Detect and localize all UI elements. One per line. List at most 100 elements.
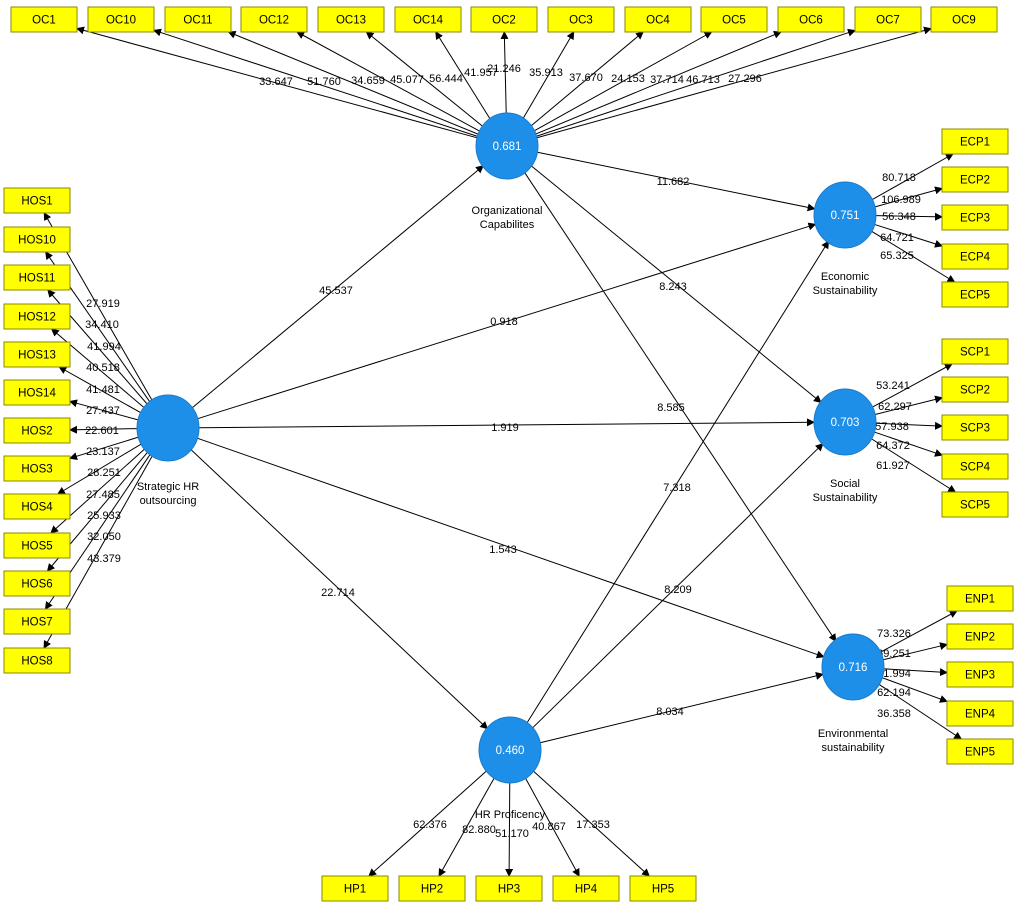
loading-edge-oc12 xyxy=(296,31,480,132)
loading-label-oc3: 35.913 xyxy=(529,67,563,79)
indicator-box xyxy=(3,647,71,674)
indicator-scp3[interactable]: SCP3 xyxy=(941,414,1009,441)
indicator-box xyxy=(3,570,71,597)
indicator-hos6[interactable]: HOS6 xyxy=(3,570,71,597)
latent-variable-label: Social xyxy=(830,478,860,490)
indicator-hos10[interactable]: HOS10 xyxy=(3,226,71,253)
indicator-ecp2[interactable]: ECP2 xyxy=(941,166,1009,193)
loading-label-hos14: 27.437 xyxy=(86,405,120,417)
indicator-label: OC2 xyxy=(492,15,516,27)
latent-variable-circle xyxy=(478,716,542,784)
indicator-box xyxy=(941,166,1009,193)
indicator-box xyxy=(941,453,1009,480)
loading-label-oc1: 33.647 xyxy=(259,76,293,88)
loading-label-scp1: 53.241 xyxy=(876,380,910,392)
path-edge-shr-oc xyxy=(191,165,484,409)
indicator-hos5[interactable]: HOS5 xyxy=(3,532,71,559)
indicator-oc14[interactable]: OC14 xyxy=(394,6,462,33)
indicator-box xyxy=(941,491,1009,518)
indicator-hos11[interactable]: HOS11 xyxy=(3,264,71,291)
indicator-enp1[interactable]: ENP1 xyxy=(946,585,1014,612)
indicator-oc3[interactable]: OC3 xyxy=(547,6,615,33)
indicator-hos14[interactable]: HOS14 xyxy=(3,379,71,406)
loading-edge-scp4 xyxy=(874,431,943,457)
loading-label-hos6: 25.933 xyxy=(87,510,121,522)
indicator-hp4[interactable]: HP4 xyxy=(552,875,620,902)
indicator-label: ECP2 xyxy=(960,175,990,187)
indicator-enp2[interactable]: ENP2 xyxy=(946,623,1014,650)
indicator-scp5[interactable]: SCP5 xyxy=(941,491,1009,518)
indicator-enp5[interactable]: ENP5 xyxy=(946,738,1014,765)
indicator-ecp5[interactable]: ECP5 xyxy=(941,281,1009,308)
indicator-oc6[interactable]: OC6 xyxy=(777,6,845,33)
indicator-hp2[interactable]: HP2 xyxy=(398,875,466,902)
indicator-scp4[interactable]: SCP4 xyxy=(941,453,1009,480)
indicator-label: OC13 xyxy=(336,15,366,27)
indicator-oc2[interactable]: OC2 xyxy=(470,6,538,33)
indicator-hos3[interactable]: HOS3 xyxy=(3,455,71,482)
indicator-label: HOS2 xyxy=(21,426,52,438)
loading-label-hos13: 41.481 xyxy=(86,384,120,396)
indicator-box xyxy=(547,6,615,33)
indicator-hp1[interactable]: HP1 xyxy=(321,875,389,902)
loading-label-scp4: 64.372 xyxy=(876,440,910,452)
indicator-ecp4[interactable]: ECP4 xyxy=(941,243,1009,270)
indicator-hos7[interactable]: HOS7 xyxy=(3,608,71,635)
indicator-oc12[interactable]: OC12 xyxy=(240,6,308,33)
indicator-oc10[interactable]: OC10 xyxy=(87,6,155,33)
loading-label-oc4: 37.670 xyxy=(569,72,603,84)
indicator-oc5[interactable]: OC5 xyxy=(700,6,768,33)
indicator-oc1[interactable]: OC1 xyxy=(10,6,78,33)
indicator-box xyxy=(941,414,1009,441)
indicator-box xyxy=(946,585,1014,612)
indicator-scp2[interactable]: SCP2 xyxy=(941,376,1009,403)
path-label-shr-hp: 22.714 xyxy=(321,587,355,599)
indicator-oc4[interactable]: OC4 xyxy=(624,6,692,33)
indicator-enp4[interactable]: ENP4 xyxy=(946,700,1014,727)
indicator-scp1[interactable]: SCP1 xyxy=(941,338,1009,365)
indicator-oc11[interactable]: OC11 xyxy=(164,6,232,33)
loading-edge-hos3 xyxy=(69,436,139,461)
indicator-label: HOS12 xyxy=(18,312,56,324)
indicator-hos12[interactable]: HOS12 xyxy=(3,303,71,330)
latent-variable-label: outsourcing xyxy=(140,495,197,507)
latent-variable-shr[interactable]: Strategic HR outsourcing xyxy=(136,394,200,507)
loading-label-oc12: 45.077 xyxy=(390,74,424,86)
indicator-box xyxy=(941,243,1009,270)
loading-label-hos2: 22.601 xyxy=(85,425,119,437)
indicator-hos13[interactable]: HOS13 xyxy=(3,341,71,368)
indicator-ecp1[interactable]: ECP1 xyxy=(941,128,1009,155)
indicator-oc9[interactable]: OC9 xyxy=(930,6,998,33)
indicator-box xyxy=(475,875,543,902)
loading-edge-hos2 xyxy=(69,425,138,434)
path-edge-oc-es xyxy=(537,151,816,212)
indicator-hp5[interactable]: HP5 xyxy=(629,875,697,902)
indicator-box xyxy=(941,376,1009,403)
indicator-oc7[interactable]: OC7 xyxy=(854,6,922,33)
latent-variable-label: Sustainability xyxy=(813,285,878,297)
indicator-hos1[interactable]: HOS1 xyxy=(3,187,71,214)
indicator-oc13[interactable]: OC13 xyxy=(317,6,385,33)
loading-edge-ecp5 xyxy=(871,230,956,283)
indicator-enp3[interactable]: ENP3 xyxy=(946,661,1014,688)
indicator-box xyxy=(777,6,845,33)
indicator-label: HOS3 xyxy=(21,464,52,476)
latent-variable-label: Strategic HR xyxy=(137,481,199,493)
loading-edge-ecp2 xyxy=(874,186,943,208)
indicator-box xyxy=(3,303,71,330)
indicator-label: HP1 xyxy=(344,884,366,896)
indicator-ecp3[interactable]: ECP3 xyxy=(941,204,1009,231)
loading-edge-hp2 xyxy=(438,776,496,877)
indicator-box xyxy=(240,6,308,33)
indicator-hp3[interactable]: HP3 xyxy=(475,875,543,902)
indicator-hos2[interactable]: HOS2 xyxy=(3,417,71,444)
indicator-hos4[interactable]: HOS4 xyxy=(3,493,71,520)
indicator-hos8[interactable]: HOS8 xyxy=(3,647,71,674)
loading-label-hos11: 41.994 xyxy=(87,341,121,353)
